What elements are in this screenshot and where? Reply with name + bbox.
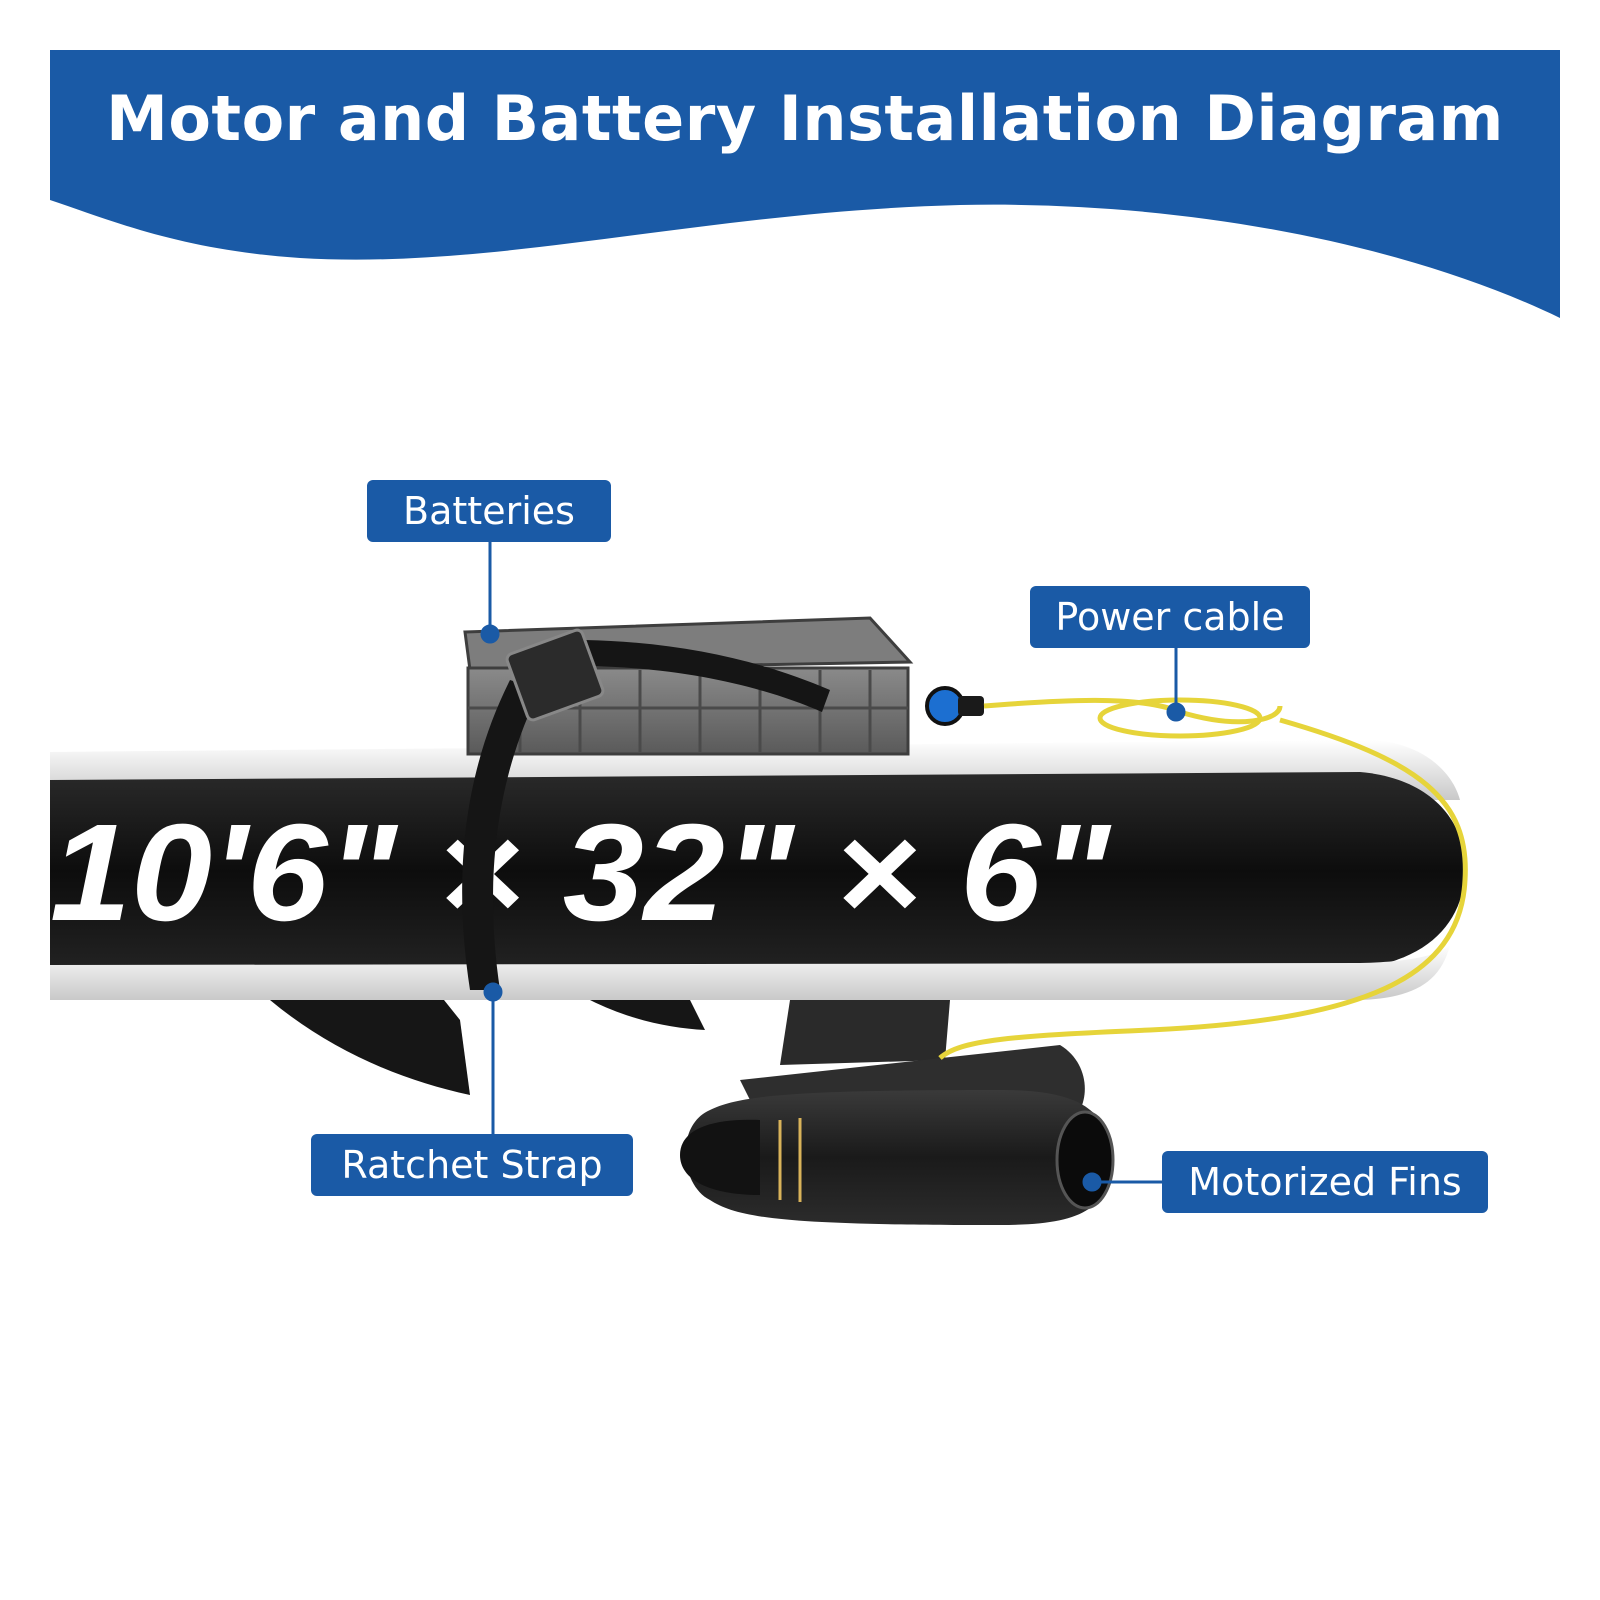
power-cable-marker — [1166, 702, 1186, 722]
callout-leaders — [480, 542, 1186, 1192]
motor-body — [685, 1090, 1110, 1225]
motorized-fin-pod — [680, 1045, 1115, 1225]
power-cable-callout: Power cable — [1030, 586, 1310, 648]
page-title: Motor and Battery Installation Diagram — [106, 82, 1504, 155]
fin-mount — [780, 1000, 950, 1065]
paddle-board: 10'6" × 32" × 6" — [50, 740, 1465, 1000]
side-fin — [590, 1000, 705, 1030]
ratchet-strap — [462, 628, 830, 990]
board-body — [50, 772, 1465, 970]
ratchet-strap-callout: Ratchet Strap — [311, 1134, 633, 1196]
ratchet-buckle — [505, 628, 605, 722]
motorized-fins-marker — [1082, 1172, 1102, 1192]
batteries-callout: Batteries — [367, 480, 611, 542]
batteries-marker — [480, 624, 500, 644]
ratchet-strap-marker — [483, 982, 503, 1002]
propeller-nose — [680, 1119, 760, 1195]
header-banner — [50, 50, 1560, 318]
thruster-exhaust — [1055, 1110, 1115, 1210]
motorized-fins-callout: Motorized Fins — [1162, 1151, 1488, 1213]
dimension-text: 10'6" × 32" × 6" — [50, 796, 1112, 950]
battery-connector — [925, 686, 965, 726]
board-bottom-rail — [50, 945, 1450, 1000]
rear-fin — [270, 995, 470, 1095]
